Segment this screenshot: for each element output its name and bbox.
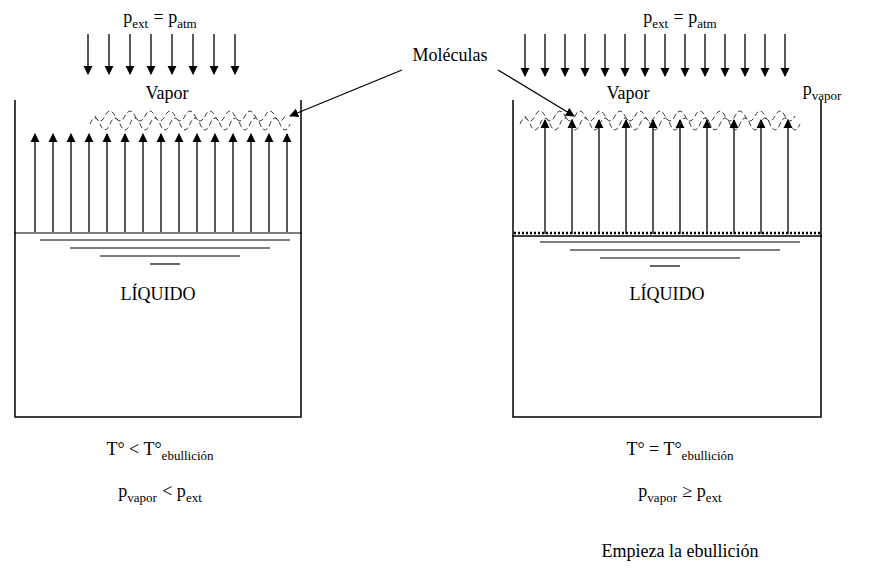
label-text: T° < T° [106,439,161,459]
label-text: p [643,7,652,27]
label-text: T° = T° [626,439,681,459]
label-text: p [803,79,812,99]
label-text: < p [162,481,186,501]
label-text: ≥ p [682,481,705,501]
pressure-condition: pvapor < pext [118,480,202,507]
boiling-note: Empieza la ebullición [602,540,759,563]
subscript-text: ext [652,16,668,31]
label-text: = p [674,7,698,27]
subscript-text: vapor [127,490,157,505]
temperature-condition: T° < T°ebullición [106,438,213,465]
label-text: Vapor [607,83,650,103]
vapor-pressure-arrows-left [35,134,287,232]
pressure-arrows-left [88,34,235,74]
container-outline [512,100,822,418]
subscript-text: ebullición [162,448,214,463]
subscript-text: atm [697,16,717,31]
vapor-label: Vapor [146,82,189,105]
external-pressure: pext = patm [643,6,716,33]
pressure-arrows-right [525,34,785,76]
subscript-text: ebullición [682,448,734,463]
vapor-pressure-arrows-right [545,120,788,234]
subscript-text: vapor [647,490,677,505]
subscript-text: ext [132,16,148,31]
liquid-label: LÍQUIDO [512,100,822,305]
container-wall [513,100,821,417]
subscript-text: vapor [812,88,842,103]
container-outline [14,100,302,418]
liquid-container: LÍQUIDO [14,100,302,418]
subscript-text: ext [706,490,722,505]
temperature-condition: T° = T°ebullición [626,438,733,465]
label-text: = p [154,7,178,27]
label-text: p [123,7,132,27]
vapor-molecules [90,111,800,130]
vapor-pressure-label: pvapor [803,78,842,105]
label-text: p [118,481,127,501]
liquid-surface-left [14,233,302,264]
pressure-condition: pvapor ≥ pext [638,480,721,507]
label-text: Empieza la ebullición [602,541,759,561]
external-pressure: pext = patm [123,6,196,33]
molecules-label: Moléculas [413,44,488,67]
label-text: Vapor [146,83,189,103]
subscript-text: atm [177,16,197,31]
label-text: p [638,481,647,501]
label-text: Moléculas [413,45,488,65]
liquid-container: LÍQUIDO [512,100,822,418]
container-wall [15,100,301,417]
subscript-text: ext [186,490,202,505]
molecule-pointers [290,70,574,116]
liquid-surface-right [512,233,822,266]
liquid-label: LÍQUIDO [14,100,302,305]
vapor-label: Vapor [607,82,650,105]
